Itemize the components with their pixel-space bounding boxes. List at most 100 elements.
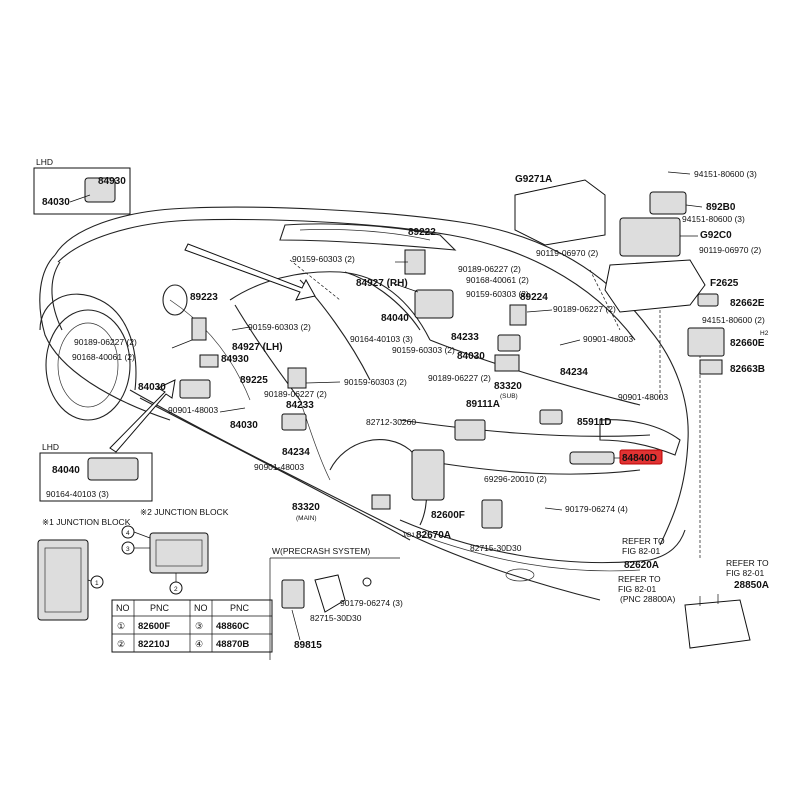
part-label-p84030-b: 84030	[138, 382, 166, 393]
part-label-p83320-main: 83320	[292, 502, 320, 513]
precrash-section: W(PRECRASH SYSTEM) 90179-06274 (3) 82715…	[269, 546, 403, 660]
part-label-p90164-40103-b: 90164-40103 (3)	[350, 334, 413, 344]
part-label-p84040-a: 84040	[52, 465, 80, 476]
part-label-p84233-a: 84233	[286, 400, 314, 411]
part-label-1: 82210J	[138, 639, 170, 650]
part-label-p94151-80600-c: 94151-80600 (2)	[702, 315, 765, 325]
right-top-module: G9271A 94151-80600 (3) 892B0 94151-80600…	[514, 169, 769, 375]
part-label-p84030-a: 84030	[42, 197, 70, 208]
part-label-p90168-40061-a: 90168-40061 (2)	[72, 352, 135, 362]
part-label-0: ②	[117, 639, 125, 649]
part-label-p82715-30d30-a: 82715-30D30	[470, 543, 522, 553]
car-body-outline	[39, 206, 701, 601]
part-label-h2-tag: H2	[760, 330, 769, 337]
part-label-p69296-20010: 69296-20010 (2)	[484, 474, 547, 484]
part-label-p85911d: 85911D	[577, 417, 611, 428]
part-label-refer-c3: (PNC 28800A)	[620, 594, 675, 604]
part-label-c4b: 4	[126, 530, 130, 537]
part-label-p84030-c: 84030	[230, 420, 258, 431]
part-label-p82662e: 82662E	[730, 298, 765, 309]
part-label-refer-a1: REFER TO	[622, 536, 665, 546]
part-label-p82712-30260: 82712-30260	[366, 417, 416, 427]
part-label-refer-a2: FIG 82-01	[622, 546, 661, 556]
part-label-3: 48870B	[216, 639, 249, 650]
part-label-p84927-rh: 84927 (RH)	[356, 278, 408, 289]
part-label-0: ①	[117, 621, 125, 631]
part-label-p84040-b: 84040	[381, 313, 409, 324]
part-label-c1b: 1	[95, 580, 99, 587]
part-label-p89225: 89225	[240, 375, 268, 386]
part-label-p89222: 89222	[408, 227, 436, 238]
part-label-p90189-06227-d: 90189-06227 (2)	[553, 304, 616, 314]
part-label-p82670a: 82670A	[416, 530, 451, 541]
part-label-p90168-40061-b: 90168-40061 (2)	[466, 275, 529, 285]
part-label-p94151-80600-b: 94151-80600 (3)	[682, 214, 745, 224]
part-label-sub-tag: (SUB)	[500, 393, 518, 400]
part-label-3: 48860C	[216, 621, 249, 632]
part-label-p90189-06227-b: 90189-06227 (2)	[264, 389, 327, 399]
part-label-p84234-a: 84234	[282, 447, 310, 458]
guide-arrows	[109, 243, 316, 453]
part-label-1: PNC	[150, 603, 170, 613]
lhd-switch-box-top: LHD 84930 84030	[33, 157, 131, 215]
left-cluster: 89223 90189-06227 (2) 90168-40061 (2) 90…	[72, 292, 407, 472]
part-label-p90901-48003-d: 90901-48003	[618, 392, 668, 402]
part-label-c3b: 3	[126, 546, 130, 553]
part-label-p82660e: 82660E	[730, 338, 765, 349]
part-label-p90189-06227-c: 90189-06227 (2)	[458, 264, 521, 274]
part-label-p84233-b: 84233	[451, 332, 479, 343]
part-label-p90901-48003-a: 90901-48003	[168, 405, 218, 415]
part-label-lhd-mid: LHD	[42, 442, 59, 452]
part-label-p90159-60303-b: 90159-60303 (2)	[344, 377, 407, 387]
part-label-p83320-sub: 83320	[494, 381, 522, 392]
part-label-2: NO	[194, 603, 208, 613]
part-label-p90179-06274-a: 90179-06274 (4)	[565, 504, 628, 514]
part-label-f2625: F2625	[710, 278, 739, 289]
part-label-p82715-30d30-b: 82715-30D30	[310, 613, 362, 623]
part-label-p90159-60303-a: 90159-60303 (2)	[248, 322, 311, 332]
part-label-p90159-60303-d: 90159-60303 (2)	[466, 289, 529, 299]
part-label-p892b0: 892B0	[706, 202, 736, 213]
part-label-p82600f-a: 82600F	[431, 510, 465, 521]
part-label-1: 82600F	[138, 621, 170, 632]
junction-block-section: ※1 JUNCTION BLOCK 1 ※2 JUNCTION BLOCK 4 …	[37, 507, 229, 621]
part-label-p90159-60303-c: 90159-60303 (2)	[292, 254, 355, 264]
part-label-p90901-48003-b: 90901-48003	[254, 462, 304, 472]
part-label-p94151-80600-a: 94151-80600 (3)	[694, 169, 757, 179]
part-label-refer-c2: FIG 82-01	[618, 584, 657, 594]
pnc-table: NO PNC NO PNC ① 82600F ③ 48860C ② 82210J…	[111, 599, 273, 653]
lhd-switch-box-mid: LHD 84040 90164-40103 (3)	[39, 442, 153, 502]
part-label-g9271a: G9271A	[515, 174, 552, 185]
part-label-precrash: W(PRECRASH SYSTEM)	[272, 546, 370, 556]
part-label-p84840d: 84840D	[622, 453, 657, 464]
part-label-main-tag: (MAIN)	[296, 515, 317, 522]
part-label-p89815: 89815	[294, 640, 322, 651]
right-bottom-references: REFER TO FIG 82-01 REFER TO FIG 82-01 RE…	[618, 536, 769, 649]
part-label-2: ④	[195, 639, 203, 649]
part-label-p90119-06970-b: 90119-06970 (2)	[699, 245, 761, 255]
part-label-c2b: 2	[174, 586, 178, 593]
part-label-p82620a: 82620A	[624, 560, 659, 571]
part-label-p90189-06227-e: 90189-06227 (2)	[428, 373, 491, 383]
part-label-g92c0: G92C0	[700, 230, 732, 241]
part-label-p90189-06227-a: 90189-06227 (2)	[74, 337, 137, 347]
part-label-3: PNC	[230, 603, 250, 613]
part-label-p90179-06274-b: 90179-06274 (3)	[340, 598, 403, 608]
part-label-jb1-tag: J/B1	[402, 532, 415, 539]
part-label-2: ③	[195, 621, 203, 631]
part-label-refer-b1: REFER TO	[726, 558, 769, 568]
part-label-p84234-b: 84234	[560, 367, 588, 378]
part-label-p90159-60303-e: 90159-60303 (2)	[392, 345, 455, 355]
part-label-p90164-40103-a: 90164-40103 (3)	[46, 489, 109, 499]
part-label-lhd-top: LHD	[36, 157, 53, 167]
part-label-p82663b: 82663B	[730, 364, 765, 375]
part-label-p89224: 89224	[520, 292, 548, 303]
part-label-refer-c1: REFER TO	[618, 574, 661, 584]
part-label-p89223: 89223	[190, 292, 218, 303]
part-label-jb-title1: ※1 JUNCTION BLOCK	[42, 517, 131, 527]
part-label-p28850a: 28850A	[734, 580, 769, 591]
highlighted-part-84840d: 84840D	[569, 449, 663, 465]
part-label-p89111a: 89111A	[466, 399, 500, 410]
